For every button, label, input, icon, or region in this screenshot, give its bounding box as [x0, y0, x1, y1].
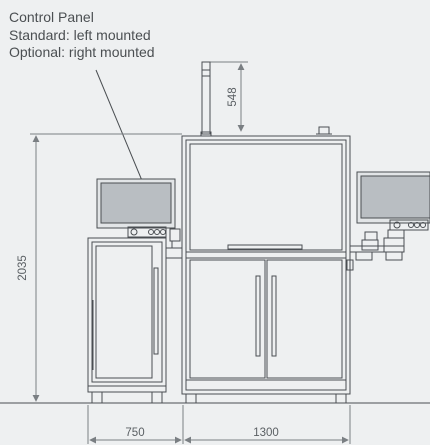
width-main-label: 1300: [253, 427, 279, 439]
leader-line: [95, 69, 144, 184]
note-standard: Standard: left mounted: [9, 26, 151, 43]
height-dimension: [30, 133, 182, 402]
side-cabinet: [87, 237, 183, 404]
width-dimensions: [87, 405, 351, 444]
height-top-label: 548: [227, 87, 239, 106]
note-optional: Optional: right mounted: [9, 44, 155, 60]
top-height-dimension: [204, 61, 248, 132]
width-left-label: 750: [125, 427, 144, 439]
height-total-label: 2035: [17, 255, 29, 281]
control-panel-note: Control Panel Standard: left mounted Opt…: [9, 9, 155, 62]
right-control-panel: [346, 171, 430, 271]
main-cabinet: [181, 61, 351, 404]
left-control-panel: [96, 178, 181, 248]
note-title: Control Panel: [9, 9, 94, 25]
